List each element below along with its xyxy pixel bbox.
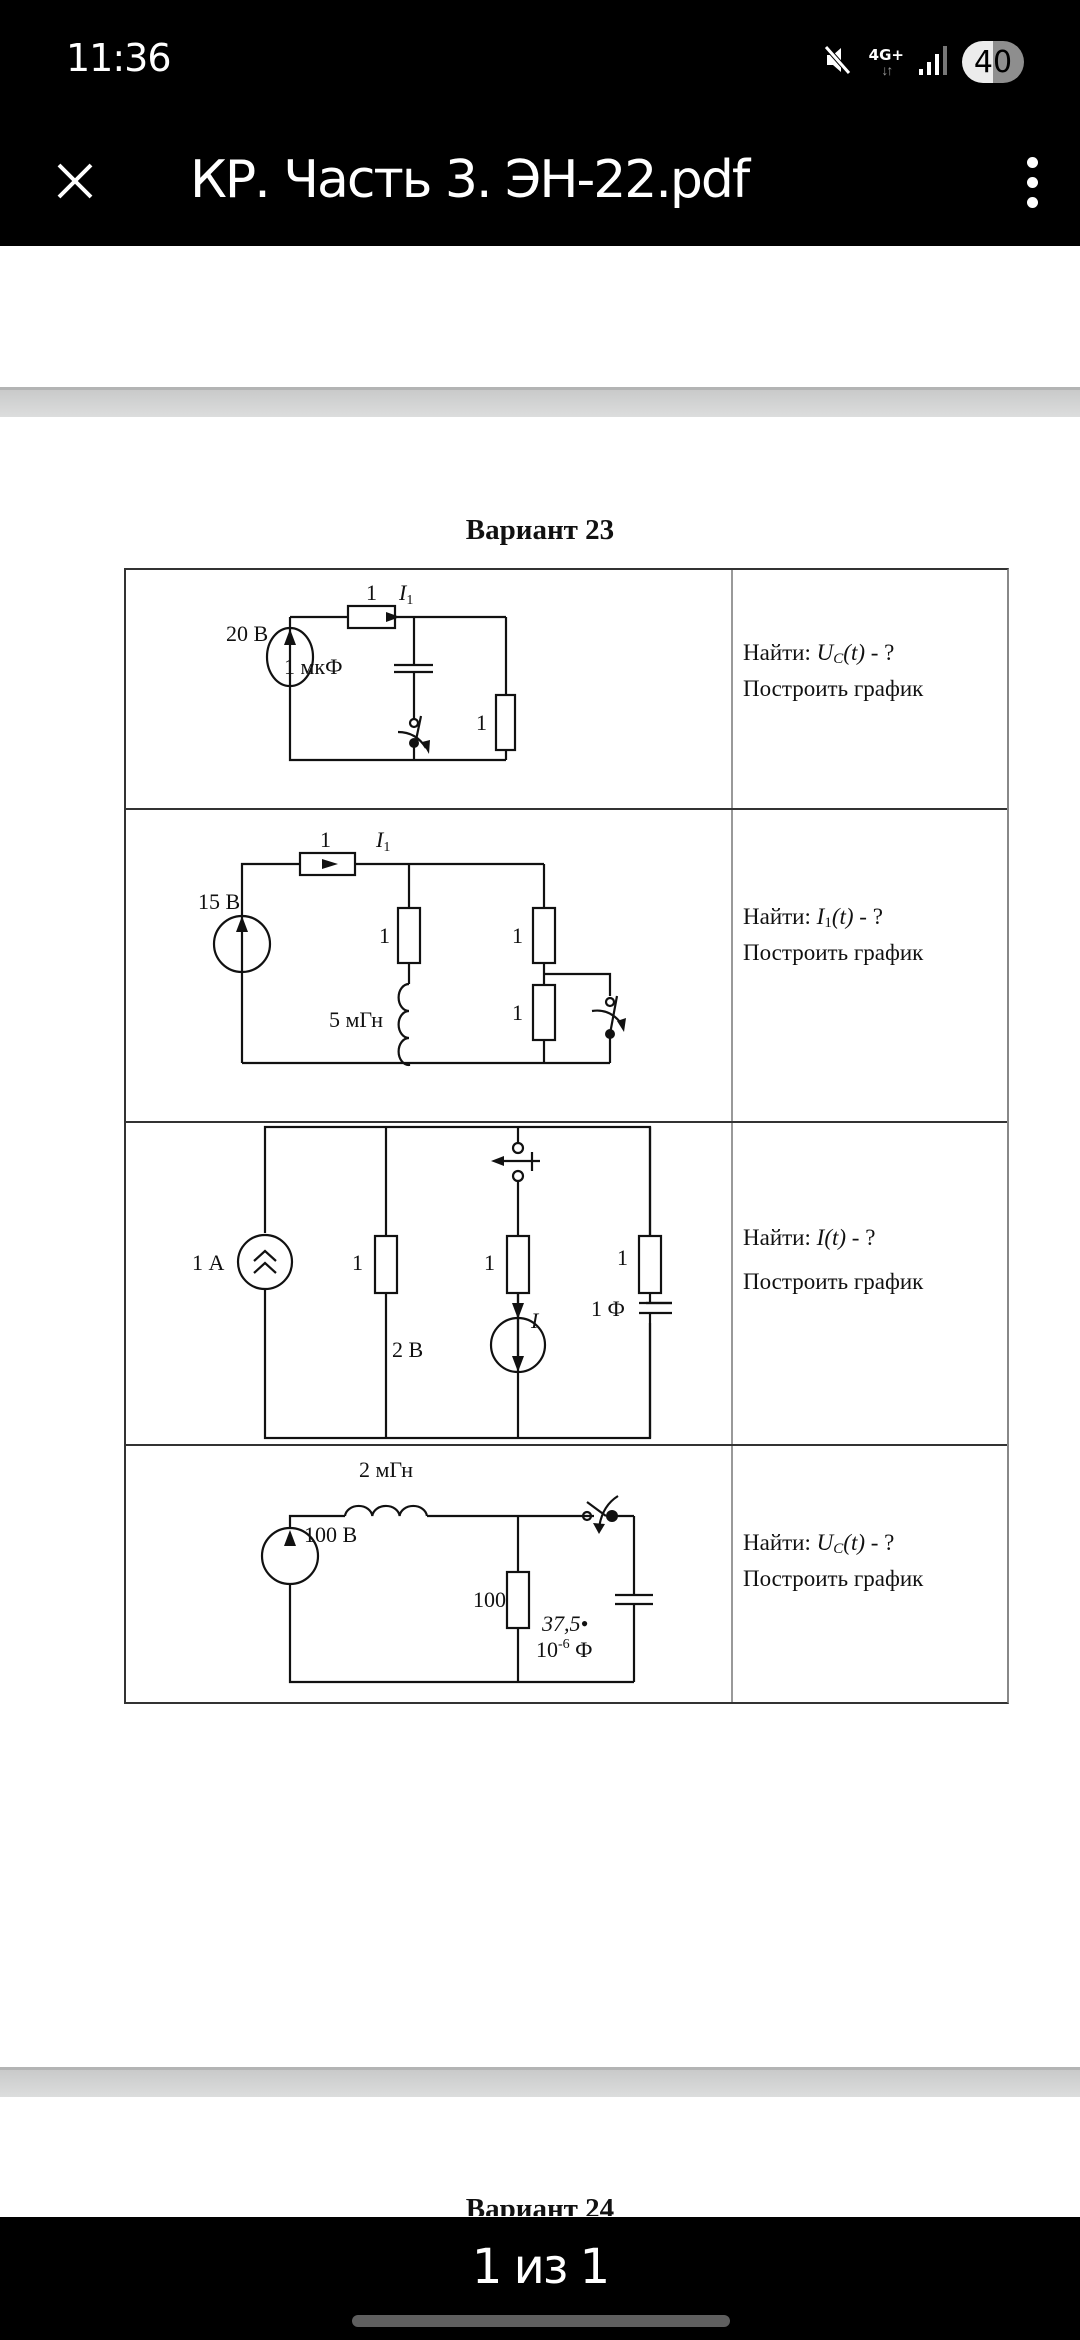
resistor-label: 1 [476,710,487,735]
source-label: 100 В [304,1522,357,1547]
voltage-source-label: 2 В [392,1337,423,1362]
task-text: Найти: I(t) - ? Построить график [733,1123,1007,1444]
mute-icon [821,43,855,82]
app-bar: КР. Часть 3. ЭН-22.pdf [0,120,1080,246]
status-bar: 11:36 4G+ ↓↑ 40 [0,0,1080,120]
status-icons: 4G+ ↓↑ 40 [821,40,1024,84]
status-time: 11:36 [66,36,172,80]
resistor-label: 100 [473,1587,506,1612]
circuit-3-svg: 1 А 1 1 I 2 В 1 1 Ф [192,1125,672,1440]
resistor-label: 1 [512,923,523,948]
page-indicator: 1 из 1 [471,2239,610,2295]
current-label: I1 [398,580,413,608]
page-separator [0,387,1080,417]
resistor-label: 1 [320,827,331,852]
task-text: Найти: I1(t) - ? Построить график [733,810,1007,1121]
find-line: Найти: I1(t) - ? [743,904,883,931]
next-variant-title: Вариант 24 [465,2193,615,2216]
page-separator [0,2067,1080,2097]
current-label: I1 [375,827,390,855]
source-label: 15 В [198,889,240,914]
resistor-label: 1 [366,580,377,605]
circuit-2-svg: 15 В 1 I1 1 5 мГн 1 1 [198,827,626,1067]
capacitor-label: 1 Ф [591,1296,625,1321]
pdf-viewer[interactable]: Вариант 23 [0,246,1080,2216]
circuit-diagram-2: 15 В 1 I1 1 5 мГн 1 1 [126,810,733,1121]
task-table: 20 В 1 I1 1 мкФ 1 Найти: UC(t) - ? Постр… [124,568,1009,1704]
inductor-label: 2 мГн [359,1457,413,1482]
find-line: Найти: UC(t) - ? [743,640,895,667]
circuit-diagram-1: 20 В 1 I1 1 мкФ 1 [126,570,733,808]
current-source-label: 1 А [192,1250,225,1275]
battery-level: 40 [973,44,1013,80]
plot-line: Построить график [743,1566,924,1591]
task-text: Найти: UC(t) - ? Построить график [733,570,1007,808]
resistor-label: 1 [352,1250,363,1275]
signal-icon [918,43,948,82]
battery-icon: 40 [962,41,1024,83]
task-row: 1 А 1 1 I 2 В 1 1 Ф Найти: I(t) - ? Пост… [126,1123,1007,1446]
find-line: Найти: UC(t) - ? [743,1530,895,1557]
current-label: I [530,1308,540,1333]
resistor-label: 1 [512,1000,523,1025]
task-row: 15 В 1 I1 1 5 мГн 1 1 Найти: I1(t) - ? П… [126,810,1007,1123]
variant-title: Вариант 23 [465,514,615,546]
plot-line: Построить график [743,676,924,701]
network-4g-icon: 4G+ ↓↑ [868,45,904,78]
capacitor-label: 1 мкФ [284,654,343,679]
plot-line: Построить график [743,1269,924,1294]
gesture-navigation-handle[interactable] [352,2315,730,2327]
more-vert-icon-dot [1026,156,1038,168]
more-vert-icon-dot [1026,176,1038,188]
capacitor-label-line2: 10-6 Ф [536,1637,593,1662]
close-button[interactable] [40,146,110,216]
resistor-label: 1 [617,1245,628,1270]
resistor-label: 1 [484,1250,495,1275]
capacitor-label-line1: 37,5• [541,1611,588,1636]
circuit-diagram-4: 2 мГн 100 В 100 37,5• 10-6 Ф [126,1446,733,1702]
task-row: 2 мГн 100 В 100 37,5• 10-6 Ф Найти: UC(t… [126,1446,1007,1702]
more-options-button[interactable] [1002,146,1062,218]
circuit-4-svg: 2 мГн 100 В 100 37,5• 10-6 Ф [260,1457,653,1684]
more-vert-icon-dot [1026,196,1038,208]
resistor-label: 1 [379,923,390,948]
inductor-label: 5 мГн [329,1007,383,1032]
circuit-diagram-3: 1 А 1 1 I 2 В 1 1 Ф [126,1123,733,1444]
document-title: КР. Часть 3. ЭН-22.pdf [190,150,750,210]
bottom-bar: 1 из 1 [0,2217,1080,2340]
plot-line: Построить график [743,940,924,965]
close-icon [57,163,93,199]
find-line: Найти: I(t) - ? [743,1225,876,1250]
circuit-1-svg: 20 В 1 I1 1 мкФ 1 [226,580,517,762]
task-text: Найти: UC(t) - ? Построить график [733,1446,1007,1702]
source-label: 20 В [226,621,268,646]
task-row: 20 В 1 I1 1 мкФ 1 Найти: UC(t) - ? Постр… [126,570,1007,810]
